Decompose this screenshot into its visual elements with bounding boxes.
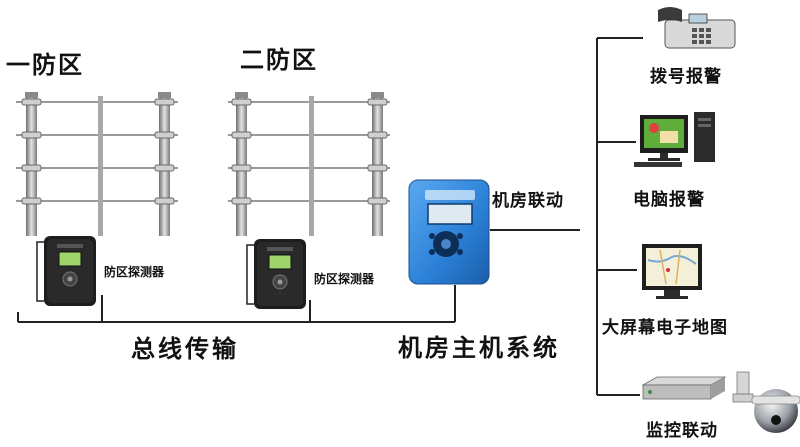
fence-post — [25, 92, 38, 236]
bus-label: 总线传输 — [131, 335, 239, 363]
dvr-camera-icon — [641, 371, 800, 433]
output-label-dial-alarm: 拨号报警 — [650, 67, 722, 87]
monitor-map-icon — [642, 244, 702, 299]
zone-detector-1 — [44, 236, 96, 306]
zone-2-title: 二防区 — [240, 46, 318, 74]
output-label-computer-alarm: 电脑报警 — [633, 190, 705, 210]
detector-wire — [36, 241, 44, 302]
bus-lines — [17, 37, 643, 396]
host-controller — [408, 179, 490, 285]
fence-post — [309, 96, 314, 236]
computer-icon — [634, 112, 715, 167]
fence-post — [98, 96, 103, 236]
fence-wires — [16, 101, 178, 202]
telephone-icon — [658, 7, 736, 49]
fence-post — [235, 92, 248, 236]
zone-1-title: 一防区 — [6, 51, 84, 79]
output-label-monitoring-linkage: 监控联动 — [646, 421, 718, 441]
fence-zone-2 — [228, 92, 390, 309]
zone-1-detector-label: 防区探测器 — [104, 265, 165, 279]
linkage-label: 机房联动 — [492, 191, 564, 211]
fence-post — [371, 92, 384, 236]
zone-detector-2 — [254, 239, 306, 309]
fence-insulators — [231, 98, 388, 205]
fence-post — [158, 92, 171, 236]
fence-zone-1 — [16, 92, 178, 306]
output-label-big-screen-map: 大屏幕电子地图 — [602, 318, 728, 338]
fence-insulators — [21, 98, 175, 205]
host-label: 机房主机系统 — [398, 334, 560, 362]
detector-wire — [246, 244, 254, 305]
zone-2-detector-label: 防区探测器 — [314, 272, 375, 286]
